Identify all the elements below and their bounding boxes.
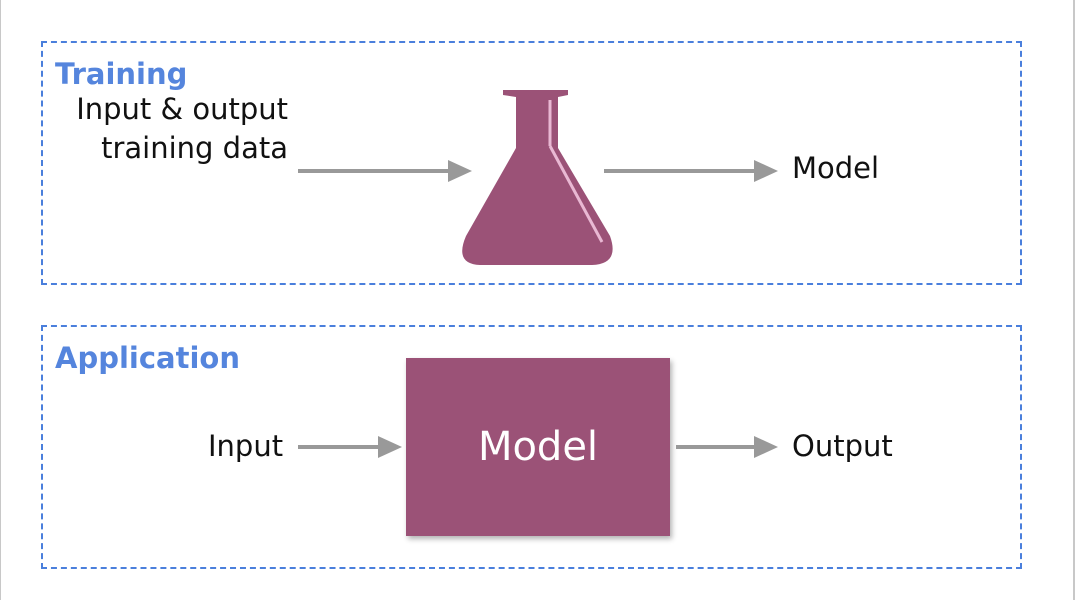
- application-section: Application: [41, 325, 1022, 569]
- model-box: Model: [406, 358, 670, 536]
- application-title: Application: [55, 341, 240, 375]
- training-title: Training: [55, 57, 188, 91]
- page-edge-left: [0, 0, 1, 600]
- application-output-label: Output: [792, 429, 893, 463]
- application-input-label: Input: [208, 429, 284, 463]
- training-section: Training: [41, 41, 1022, 285]
- application-output-arrow: [676, 436, 778, 458]
- training-input-arrow: [298, 160, 472, 182]
- flask-icon: [462, 90, 613, 265]
- training-input-label: Input & output training data: [76, 92, 288, 165]
- training-model-label: Model: [792, 151, 880, 185]
- application-input-arrow: [298, 436, 402, 458]
- page-edge-right: [1073, 0, 1075, 600]
- training-output-arrow: [604, 160, 778, 182]
- model-box-label: Model: [477, 424, 599, 470]
